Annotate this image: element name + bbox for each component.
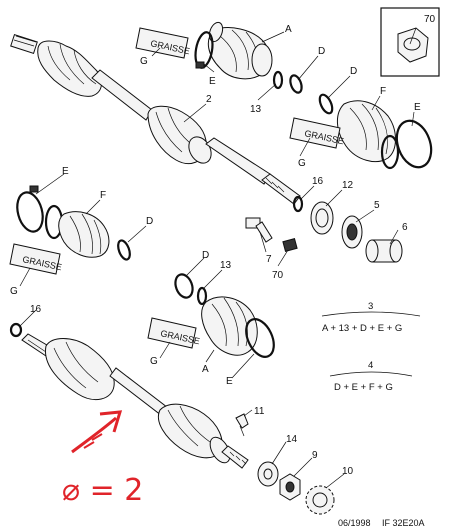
upper-shaft-bar [91, 69, 153, 121]
bearing-5 [341, 215, 363, 249]
upper-drive-shaft [10, 33, 301, 205]
right-boot-kit-F [337, 100, 396, 162]
footer-reference: IF 32E20A [382, 518, 425, 528]
grease-sachet-lower: GRAISSE [147, 317, 201, 349]
callout-E-lower: E [226, 376, 233, 387]
callout-5: 5 [374, 200, 380, 211]
callout-D-left: D [146, 216, 153, 227]
nut-icon [397, 27, 429, 63]
callout-14: 14 [286, 434, 298, 445]
grease-sachet-upper-left: GRAISSE [135, 27, 191, 59]
nut-9 [279, 473, 301, 501]
callout-6: 6 [402, 222, 408, 233]
left-ring-D [117, 239, 131, 261]
footer: 06/1998 IF 32E20A [338, 518, 425, 528]
callout-16-upper: 16 [312, 176, 324, 187]
tone-ring-10 [305, 485, 335, 515]
callout-9: 9 [312, 450, 318, 461]
callout-13-upper: 13 [250, 104, 262, 115]
upper-inner-joint [147, 105, 212, 164]
lower-clamp-E [245, 318, 275, 358]
callout-16-lower: 16 [30, 304, 42, 315]
right-clamp-E [380, 119, 433, 170]
cotter-pin-11 [235, 413, 249, 437]
lower-outer-boot [158, 403, 231, 464]
ring-6 [365, 239, 403, 263]
lower-drive-shaft [9, 322, 249, 469]
callout-E-upper: E [209, 76, 216, 87]
callouts: A E G 13 D 2 D F E G 16 12 5 6 7 70 E F … [10, 24, 421, 477]
kit-4-formula-block: 4 D + E + F + G [329, 360, 413, 393]
washer-14 [257, 461, 279, 487]
kit-4-formula: D + E + F + G [334, 382, 393, 393]
callout-E-left: E [62, 166, 69, 177]
callout-13-lower: 13 [220, 260, 232, 271]
upper-clamp-E [194, 31, 214, 69]
right-ring-D [318, 93, 334, 115]
left-boot-kit-F [58, 211, 110, 258]
inset-ref-label: 70 [424, 14, 436, 25]
callout-F-right: F [380, 86, 386, 97]
upper-boot-kit-A [207, 21, 273, 80]
kit-3-number: 3 [368, 301, 373, 312]
lower-inner-joint [45, 338, 115, 401]
circlip-16-upper [292, 195, 304, 213]
callout-A-upper: A [285, 24, 292, 35]
nut-70 [282, 238, 298, 252]
inset-box: 70 [380, 7, 440, 77]
callout-10: 10 [342, 466, 354, 477]
leader-lines [19, 31, 415, 489]
lower-ring-13 [196, 286, 208, 306]
callout-D-lower: D [202, 250, 209, 261]
kit-3-formula-block: 3 A + 13 + D + E + G [321, 301, 421, 334]
upper-stub-shaft [205, 137, 301, 205]
left-clamp-E [16, 185, 64, 240]
callout-G-upper: G [140, 56, 148, 67]
seal-12 [310, 201, 334, 235]
callout-7: 7 [266, 254, 272, 265]
kit-3-formula: A + 13 + D + E + G [322, 323, 402, 334]
callout-2: 2 [206, 94, 212, 105]
handwritten-annotation: ⌀ = 2 [62, 410, 143, 508]
callout-D-right: D [350, 66, 357, 77]
grease-sachet-right: GRAISSE [289, 117, 345, 149]
upper-splined-stub [10, 33, 38, 55]
callout-11: 11 [254, 406, 265, 417]
upper-ring-13 [272, 70, 284, 90]
callout-A-lower: A [202, 364, 209, 375]
red-arrow-icon [71, 410, 123, 454]
callout-12: 12 [342, 180, 354, 191]
callout-F-left: F [100, 190, 106, 201]
callout-G-right: G [298, 158, 306, 169]
callout-G-left: G [10, 286, 18, 297]
diameter-note: ⌀ = 2 [62, 473, 143, 508]
upper-ring-D [289, 74, 303, 94]
lower-stub-shaft [221, 445, 249, 469]
callout-70: 70 [272, 270, 284, 281]
kit-4-number: 4 [368, 360, 373, 371]
callout-E-right: E [414, 102, 421, 113]
callout-D-upper: D [318, 46, 325, 57]
upper-left-boot [37, 40, 102, 97]
bolt-7 [245, 217, 273, 243]
footer-date: 06/1998 [338, 518, 371, 528]
callout-G-lower: G [150, 356, 158, 367]
lower-boot-kit-A [201, 296, 258, 356]
grease-sachet-left: GRAISSE [9, 243, 63, 275]
lower-ring-D [174, 273, 194, 299]
circlip-16-lower [9, 322, 23, 338]
